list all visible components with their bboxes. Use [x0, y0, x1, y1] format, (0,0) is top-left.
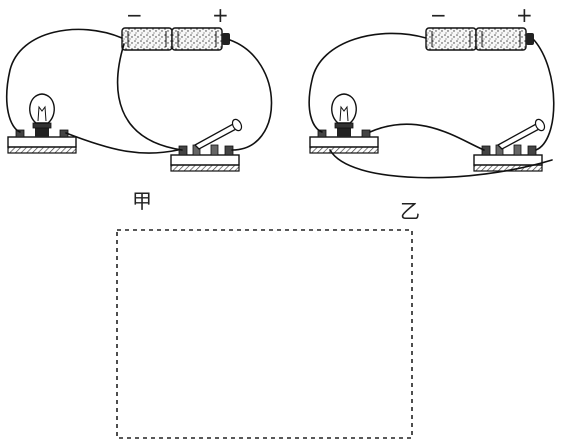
negative-sign-b: − [430, 3, 447, 27]
battery-a [121, 27, 230, 51]
positive-sign-a: + [212, 3, 229, 27]
circuit-a: − + 甲 [6, 3, 273, 213]
answer-box [116, 229, 413, 439]
wire-a-3 [116, 43, 183, 151]
wire-b-2 [533, 39, 555, 151]
battery-b [425, 27, 534, 51]
circuit-b: − + 乙 [308, 3, 555, 223]
wire-a-4 [65, 132, 179, 154]
switch-a [170, 117, 245, 172]
wire-a-2 [229, 39, 273, 151]
caption-a: 甲 [132, 189, 152, 213]
wire-a-1 [6, 28, 123, 133]
switch-b [473, 117, 548, 172]
lamp-a [7, 93, 77, 154]
wire-b-3 [369, 123, 485, 151]
positive-sign-b: + [516, 3, 533, 27]
negative-sign-a: − [126, 3, 143, 27]
lamp-b [309, 93, 379, 154]
wire-b-4 [329, 149, 553, 179]
wire-b-1 [308, 32, 427, 133]
caption-b: 乙 [400, 199, 420, 223]
